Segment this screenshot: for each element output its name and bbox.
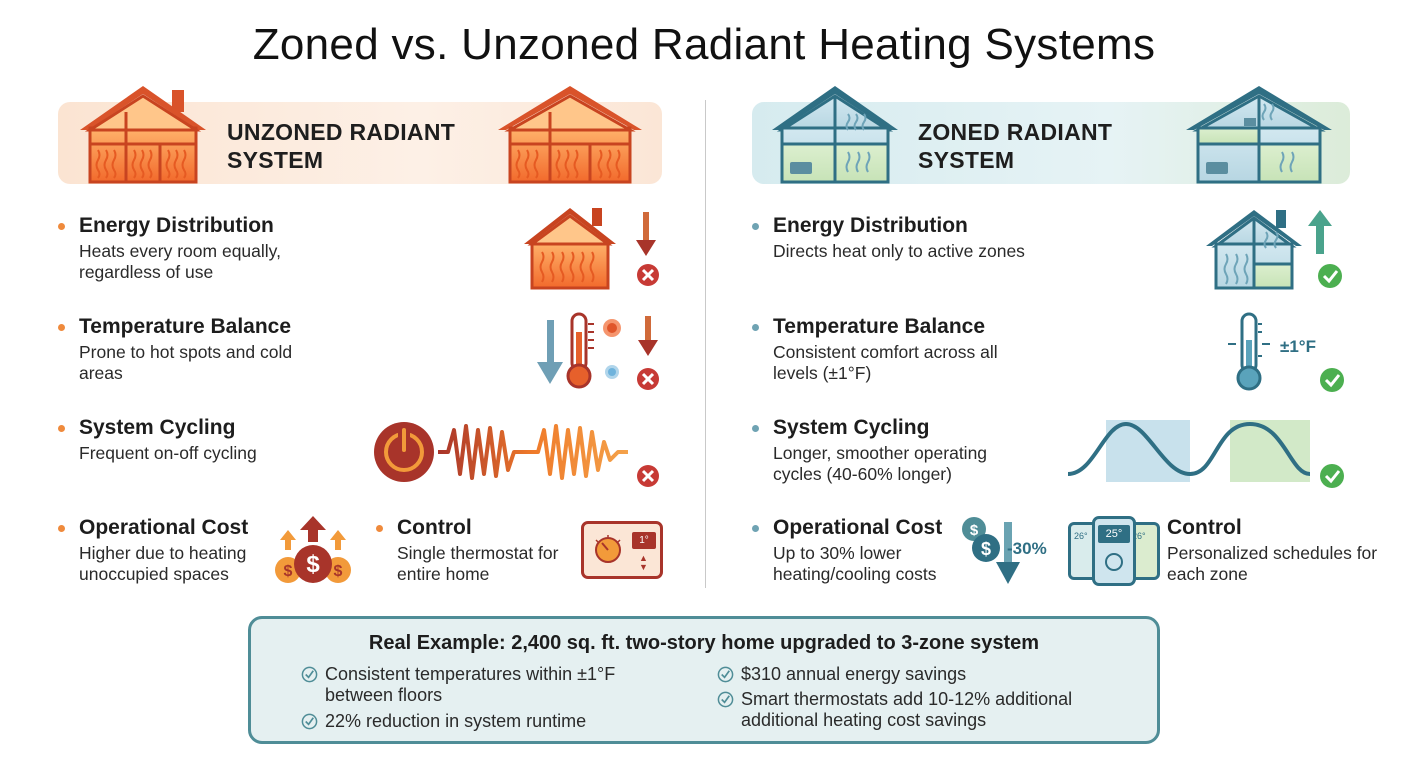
svg-text:$: $ bbox=[334, 563, 343, 580]
zoned-house-icon-right bbox=[1186, 86, 1332, 184]
example-item: Smart thermostats add 10-12% additional … bbox=[717, 689, 1137, 733]
bullet bbox=[752, 525, 759, 532]
temp-up-down-icon: ▲▼ bbox=[639, 553, 648, 572]
smooth-wave-check-icon bbox=[1067, 420, 1344, 488]
item-desc: Consistent comfort across all levels (±1… bbox=[773, 342, 998, 383]
zoned-banner-title: ZONED RADIANT SYSTEM bbox=[918, 119, 1113, 173]
zoned-control: Control Personalized schedules for each … bbox=[1146, 516, 1386, 586]
item-title: Operational Cost bbox=[773, 516, 943, 539]
zoned-temperature-balance: Temperature Balance Consistent comfort a… bbox=[752, 315, 1052, 385]
unzoned-banner: UNZONED RADIANT SYSTEM bbox=[58, 86, 662, 184]
zoned-house-up-arrow-check-icon bbox=[1206, 210, 1342, 290]
item-title: Operational Cost bbox=[79, 516, 249, 539]
item-desc: Frequent on-off cycling bbox=[79, 443, 257, 463]
item-desc: Directs heat only to active zones bbox=[773, 241, 1025, 261]
thermo-label: ±1°F bbox=[1280, 337, 1316, 356]
item-desc: Prone to hot spots and cold areas bbox=[79, 342, 293, 383]
rising-dollar-icon: $ $ $ bbox=[275, 516, 351, 583]
zoned-operational-cost: Operational Cost Up to 30% lower heating… bbox=[752, 516, 972, 586]
svg-text:$: $ bbox=[306, 551, 320, 578]
zoned-banner: ZONED RADIANT SYSTEM bbox=[752, 86, 1350, 184]
item-desc: Heats every room equally, regardless of … bbox=[79, 241, 281, 282]
unzoned-house-icon-right bbox=[498, 86, 642, 184]
svg-text:$: $ bbox=[284, 563, 293, 580]
check-circle-icon bbox=[301, 666, 318, 683]
falling-dollar-icon: $ $ -30% bbox=[962, 517, 1047, 584]
heated-house-down-arrow-x-icon bbox=[524, 208, 659, 290]
real-example-box: Real Example: 2,400 sq. ft. two-story ho… bbox=[248, 616, 1160, 744]
item-title: Energy Distribution bbox=[773, 214, 968, 237]
zoned-house-icon bbox=[772, 86, 898, 184]
dial-icon bbox=[1105, 553, 1123, 571]
dial-icon bbox=[595, 535, 621, 563]
example-item: 22% reduction in system runtime bbox=[301, 711, 701, 733]
unzoned-system-cycling: System Cycling Frequent on-off cycling bbox=[58, 416, 358, 466]
thermostat-center: 25° bbox=[1092, 516, 1136, 586]
bullet bbox=[58, 425, 65, 432]
single-thermostat-icon: 1° ▲▼ bbox=[581, 521, 663, 579]
item-desc: Personalized schedules for each zone bbox=[1167, 543, 1378, 584]
item-title: System Cycling bbox=[773, 416, 930, 439]
check-circle-icon bbox=[301, 713, 318, 730]
power-zigzag-x-icon bbox=[374, 422, 659, 487]
bullet bbox=[752, 223, 759, 230]
page-title: Zoned vs. Unzoned Radiant Heating System… bbox=[252, 20, 1156, 69]
item-title: Energy Distribution bbox=[79, 214, 274, 237]
multiple-thermostats-icon: 26° 26° 25° bbox=[1068, 516, 1160, 586]
item-desc: Single thermostat for entire home bbox=[397, 543, 559, 584]
unzoned-energy-distribution: Energy Distribution Heats every room equ… bbox=[58, 214, 358, 284]
thermostat-display: 1° bbox=[632, 532, 656, 549]
item-title: System Cycling bbox=[79, 416, 236, 439]
item-desc: Longer, smoother operating cycles (40-60… bbox=[773, 443, 988, 484]
item-desc: Higher due to heating unoccupied spaces bbox=[79, 543, 247, 584]
center-divider bbox=[705, 100, 706, 588]
bullet bbox=[376, 525, 383, 532]
item-title: Temperature Balance bbox=[79, 315, 292, 338]
check-circle-icon bbox=[717, 691, 734, 708]
thermometer-uneven-x-icon bbox=[537, 312, 659, 390]
bullet bbox=[58, 223, 65, 230]
zoned-system-cycling: System Cycling Longer, smoother operatin… bbox=[752, 416, 1052, 486]
bullet bbox=[752, 425, 759, 432]
example-item: Consistent temperatures within ±1°F betw… bbox=[301, 664, 701, 708]
unzoned-temperature-balance: Temperature Balance Prone to hot spots a… bbox=[58, 315, 358, 385]
bullet bbox=[752, 324, 759, 331]
item-title: Temperature Balance bbox=[773, 315, 986, 338]
cost-label: -30% bbox=[1007, 539, 1047, 558]
svg-text:$: $ bbox=[981, 539, 991, 559]
thermometer-check-icon: ±1°F bbox=[1228, 312, 1344, 392]
bullet bbox=[58, 324, 65, 331]
svg-text:$: $ bbox=[970, 522, 979, 539]
item-title: Control bbox=[397, 516, 472, 539]
item-desc: Up to 30% lower heating/cooling costs bbox=[773, 543, 937, 584]
example-item: $310 annual energy savings bbox=[717, 664, 1117, 686]
example-title: Real Example: 2,400 sq. ft. two-story ho… bbox=[368, 632, 1040, 654]
zoned-energy-distribution: Energy Distribution Directs heat only to… bbox=[752, 214, 1052, 264]
unzoned-house-icon bbox=[80, 86, 206, 184]
item-title: Control bbox=[1167, 516, 1242, 539]
check-circle-icon bbox=[717, 666, 734, 683]
unzoned-banner-title: UNZONED RADIANT SYSTEM bbox=[227, 119, 456, 173]
unzoned-control: Control Single thermostat for entire hom… bbox=[376, 516, 576, 586]
bullet bbox=[58, 525, 65, 532]
unzoned-operational-cost: Operational Cost Higher due to heating u… bbox=[58, 516, 298, 586]
